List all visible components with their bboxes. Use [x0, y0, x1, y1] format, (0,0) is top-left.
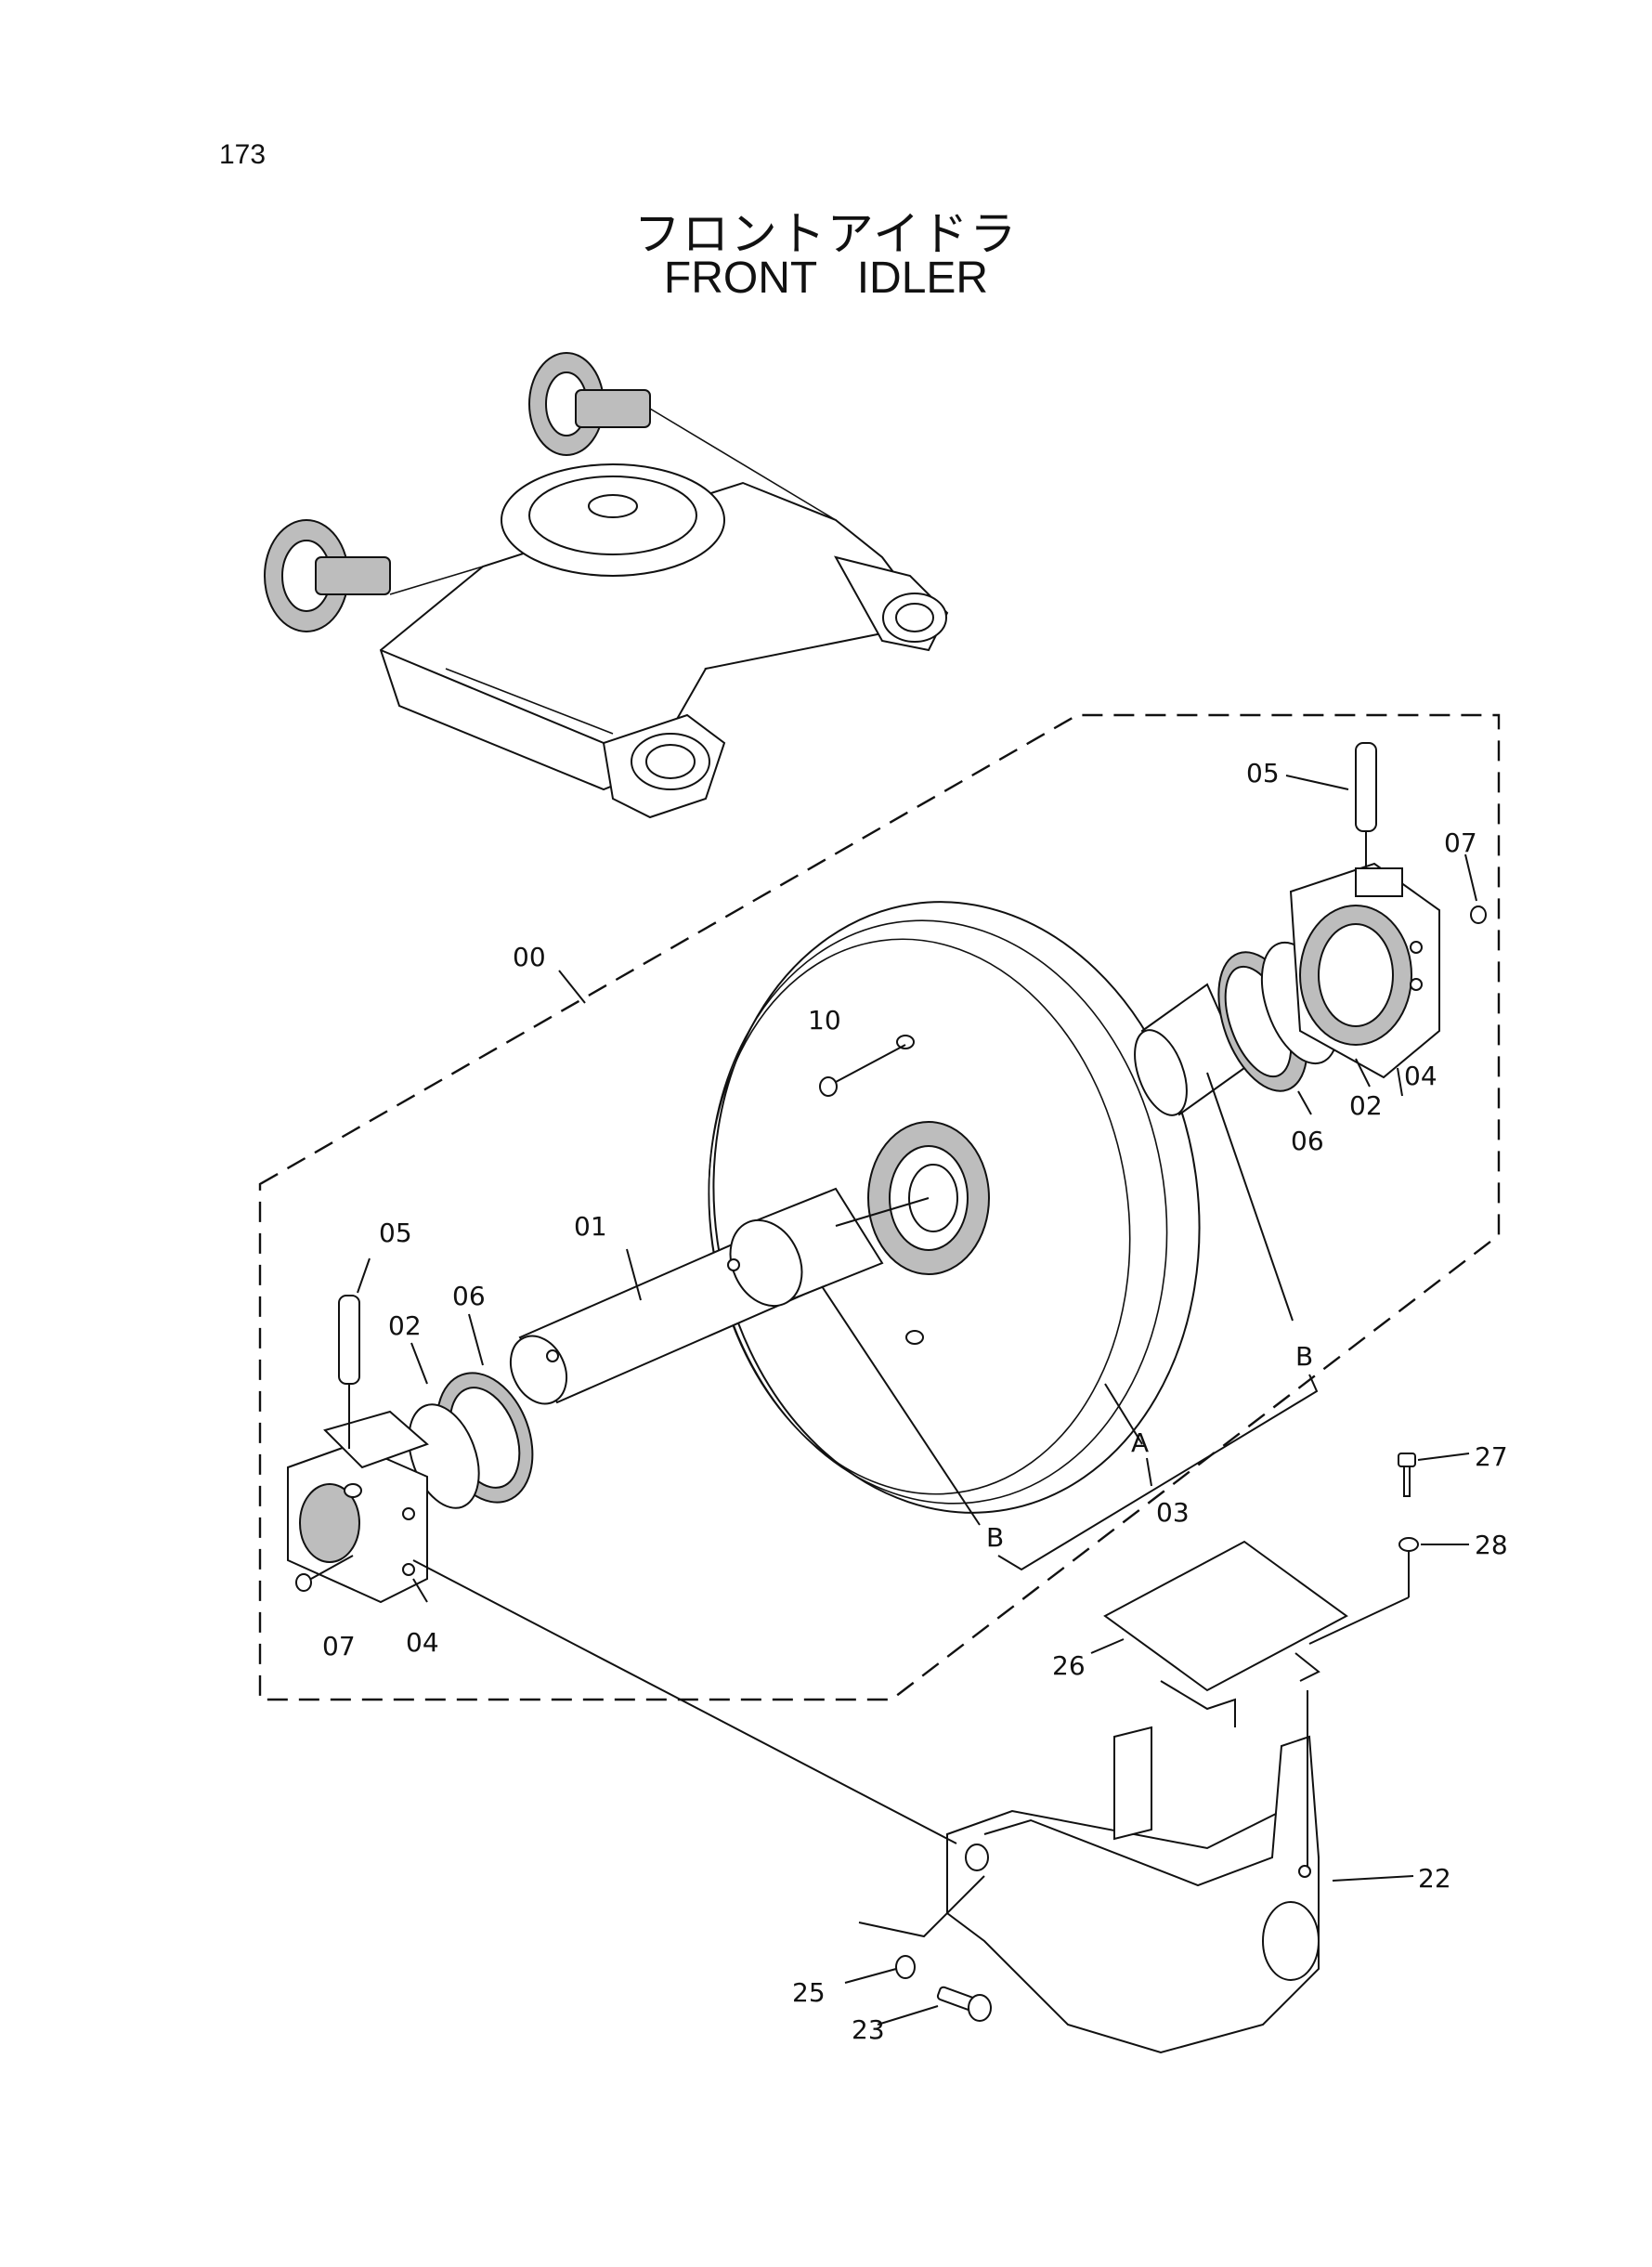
callout-26: 26: [1052, 1650, 1086, 1681]
callout-22: 22: [1418, 1863, 1451, 1894]
callout-07-left: 07: [322, 1631, 356, 1661]
section-label-b-right: B: [1295, 1341, 1313, 1372]
callout-04-right: 04: [1404, 1061, 1437, 1091]
callout-27: 27: [1475, 1441, 1508, 1472]
page-number: 173: [219, 139, 267, 170]
callout-23: 23: [852, 2014, 885, 2045]
callout-04-left: 04: [406, 1627, 439, 1658]
shaft: [509, 1187, 930, 1405]
right-pin: [1355, 742, 1377, 868]
callout-06-left: 06: [452, 1281, 486, 1311]
idler-wheel: [708, 901, 1201, 1514]
title-english: FRONT IDLER: [663, 254, 989, 303]
washer-25: [895, 1955, 916, 1979]
callout-05-left: 05: [379, 1218, 412, 1248]
left-plug: [295, 1555, 354, 1592]
right-bracket: [1289, 862, 1440, 1079]
bolt-23: [936, 1986, 992, 2022]
callout-06-right: 06: [1291, 1126, 1324, 1156]
plate: [1103, 1540, 1348, 1727]
callout-05-right: 05: [1246, 758, 1280, 788]
left-seal-and-oring: [408, 1372, 534, 1509]
callout-00: 00: [513, 942, 546, 972]
title-japanese: フロントアイドラ: [633, 207, 1019, 261]
wheel-plug: [819, 1044, 906, 1097]
washer-28: [1398, 1537, 1419, 1552]
section-label-b-left: B: [986, 1522, 1004, 1553]
left-bracket: [287, 1410, 429, 1604]
callout-28: 28: [1475, 1530, 1508, 1560]
yoke: [946, 1726, 1320, 2054]
bolt-27: [1398, 1453, 1416, 1497]
callout-07-right: 07: [1444, 827, 1477, 858]
callout-10: 10: [808, 1005, 841, 1036]
section-label-a: A: [1131, 1427, 1149, 1458]
callout-01: 01: [574, 1211, 607, 1242]
callout-25: 25: [792, 1977, 826, 2008]
undercarriage-overview: [264, 352, 949, 819]
callout-02-left: 02: [388, 1310, 422, 1341]
right-plug: [1470, 905, 1487, 924]
callout-03: 03: [1156, 1497, 1190, 1528]
left-pin: [338, 1295, 360, 1449]
callout-02-right: 02: [1349, 1090, 1383, 1121]
